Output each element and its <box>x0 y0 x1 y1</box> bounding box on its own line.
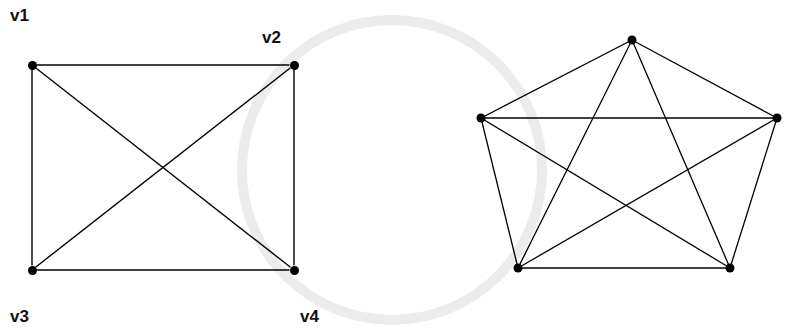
graph-edge <box>481 118 730 268</box>
vertex-dot <box>477 114 486 123</box>
graph-edge <box>36 68 291 267</box>
vertex-label: v2 <box>262 29 281 46</box>
graph-edge <box>36 68 291 267</box>
k5-vertices <box>477 36 782 273</box>
vertex-dot: v1 <box>28 61 37 70</box>
vertex-dot <box>514 264 523 273</box>
complete-graph-k5 <box>481 40 777 268</box>
graph-edge <box>37 269 290 270</box>
graph-edge <box>37 64 290 65</box>
graph-edge <box>518 118 777 268</box>
vertex-dot <box>773 114 782 123</box>
graph-edge <box>481 40 632 118</box>
graph-edge <box>31 70 32 266</box>
graph-edge <box>730 118 777 268</box>
graph-edge <box>481 118 518 268</box>
vertex-dot: v4 <box>290 266 299 275</box>
vertex-dot: v2 <box>290 61 299 70</box>
vertex-label: v3 <box>10 308 29 325</box>
graph-edge <box>632 40 777 118</box>
vertex-dot: v3 <box>28 266 37 275</box>
graph-edge <box>518 40 632 268</box>
graph-edge <box>293 70 294 266</box>
vertex-label: v1 <box>10 7 29 24</box>
vertex-label: v4 <box>300 308 319 325</box>
graph-edge <box>481 117 777 118</box>
vertex-dot <box>726 264 735 273</box>
vertex-dot <box>628 36 637 45</box>
graph-edge <box>518 267 730 268</box>
